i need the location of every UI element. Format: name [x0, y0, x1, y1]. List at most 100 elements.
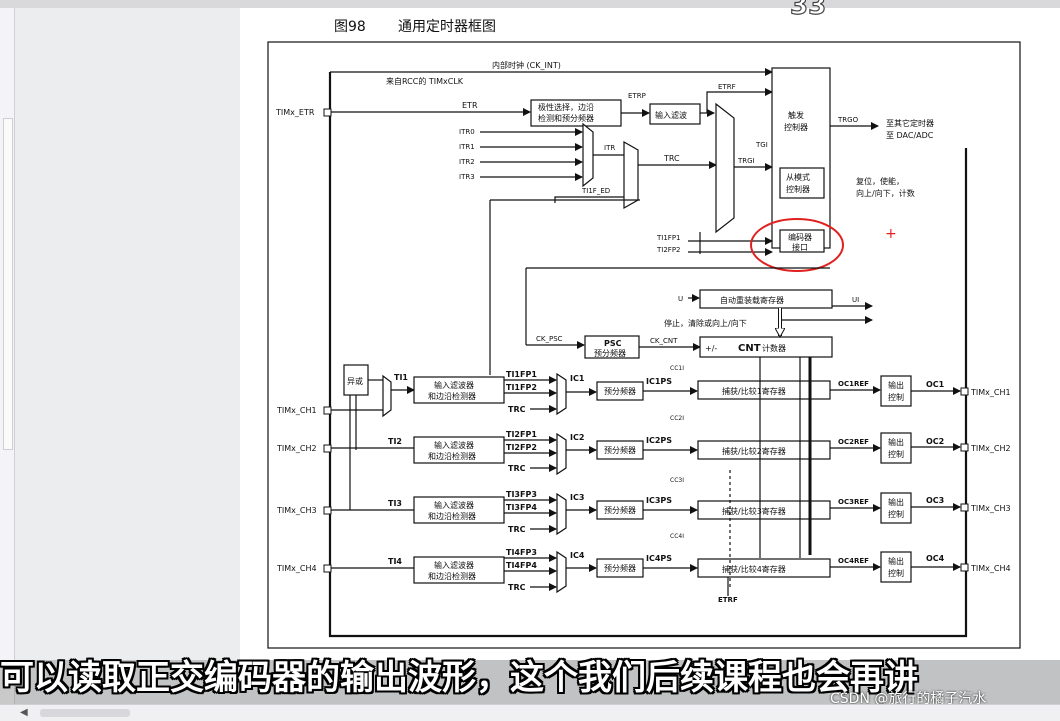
encoder-highlight-circle: [750, 218, 844, 272]
svg-text:TI1FP1: TI1FP1: [506, 370, 537, 379]
svg-text:至 DAC/ADC: 至 DAC/ADC: [886, 131, 934, 140]
svg-text:输出: 输出: [888, 437, 904, 447]
svg-text:OC3: OC3: [926, 496, 944, 505]
svg-text:ITR0: ITR0: [459, 128, 475, 136]
svg-text:TI2FP2: TI2FP2: [656, 246, 681, 254]
svg-text:U: U: [678, 295, 683, 303]
timer-block-diagram: 图98 通用定时器框图 33 内部时钟 (CK_INT) 来自RCC的 TIMx…: [267, 0, 1021, 649]
svg-text:编码器: 编码器: [788, 232, 812, 242]
svg-text:CC1I: CC1I: [670, 365, 684, 372]
svg-text:CNT: CNT: [738, 343, 761, 354]
svg-text:捕获/比较4寄存器: 捕获/比较4寄存器: [722, 564, 786, 574]
svg-text:控制: 控制: [888, 568, 904, 578]
svg-text:异或: 异或: [347, 376, 363, 386]
svg-text:TI4FP4: TI4FP4: [506, 561, 537, 570]
svg-text:ITR1: ITR1: [459, 143, 475, 151]
svg-text:ITR3: ITR3: [459, 173, 475, 181]
channel-4: [323, 550, 969, 594]
channel-1: [323, 372, 969, 416]
thumbnail-panel[interactable]: [0, 8, 15, 704]
svg-text:OC2: OC2: [926, 437, 944, 446]
svg-text:控制: 控制: [888, 392, 904, 402]
svg-text:和边沿检测器: 和边沿检测器: [428, 511, 476, 521]
scrollbar-thumb[interactable]: [40, 709, 130, 717]
document-gutter: [15, 8, 240, 704]
svg-text:输出: 输出: [888, 556, 904, 566]
svg-text:TIMx_CH2: TIMx_CH2: [276, 444, 317, 453]
itr-inputs: [480, 128, 583, 181]
svg-text:OC1: OC1: [926, 380, 945, 389]
svg-text:控制: 控制: [888, 509, 904, 519]
svg-text:TIMx_CH1: TIMx_CH1: [276, 406, 317, 415]
svg-text:TI1: TI1: [394, 373, 408, 382]
svg-text:控制器: 控制器: [784, 122, 808, 132]
svg-text:预分频器: 预分频器: [604, 386, 636, 396]
trgi-mux: [715, 102, 735, 234]
svg-text:TI4FP3: TI4FP3: [506, 548, 537, 557]
svg-text:TI1F_ED: TI1F_ED: [581, 187, 610, 195]
etr-label: ETR: [462, 101, 478, 110]
svg-text:和边沿检测器: 和边沿检测器: [428, 391, 476, 401]
ti1-select-mux: [382, 374, 392, 418]
svg-text:TRC: TRC: [508, 583, 526, 592]
svg-text:UI: UI: [852, 296, 859, 304]
slave-mode-controller-box: [779, 167, 825, 199]
svg-text:TI3FP3: TI3FP3: [506, 490, 537, 499]
svg-text:输入滤波: 输入滤波: [655, 110, 687, 120]
svg-text:和边沿检测器: 和边沿检测器: [428, 451, 476, 461]
svg-text:捕获/比较2寄存器: 捕获/比较2寄存器: [722, 446, 786, 456]
figure-number: 图98: [334, 19, 366, 35]
svg-text:IC4: IC4: [570, 551, 585, 560]
svg-text:从模式: 从模式: [786, 172, 810, 182]
svg-text:IC3: IC3: [570, 493, 584, 502]
svg-text:接口: 接口: [792, 242, 808, 252]
svg-text:捕获/比较3寄存器: 捕获/比较3寄存器: [722, 506, 786, 516]
svg-text:和边沿检测器: 和边沿检测器: [428, 571, 476, 581]
svg-text:极性选择，边沿: 极性选择，边沿: [538, 102, 594, 112]
svg-text:IC2PS: IC2PS: [646, 436, 672, 445]
svg-text:TIMx_CH1: TIMx_CH1: [970, 388, 1011, 397]
polarity-select-box: [530, 99, 622, 127]
horizontal-scrollbar[interactable]: ◀: [0, 704, 1060, 721]
svg-text:控制器: 控制器: [786, 184, 810, 194]
svg-text:TI4: TI4: [388, 557, 402, 566]
timxclk-label: 来自RCC的 TIMxCLK: [386, 76, 464, 86]
scroll-left-icon[interactable]: ◀: [20, 707, 28, 718]
svg-text:输入滤波器: 输入滤波器: [434, 380, 474, 390]
csdn-watermark: CSDN @旅行的橘子汽水: [830, 691, 987, 707]
svg-text:TI1FP2: TI1FP2: [506, 383, 537, 392]
channel-3: [323, 492, 969, 536]
svg-text:预分频器: 预分频器: [604, 563, 636, 573]
encoder-interface-box: [779, 229, 825, 253]
svg-text:TI2FP2: TI2FP2: [506, 443, 537, 452]
svg-text:TI1FP1: TI1FP1: [656, 234, 681, 242]
auto-reload-register-box: [699, 289, 833, 309]
svg-text:TI3: TI3: [388, 499, 402, 508]
trgo-label: TRGO: [837, 116, 859, 124]
svg-text:IC4PS: IC4PS: [646, 554, 672, 563]
svg-text:TIMx_CH4: TIMx_CH4: [276, 564, 317, 573]
svg-text:ETRF: ETRF: [718, 596, 738, 604]
svg-text:CC2I: CC2I: [670, 415, 684, 422]
figure-caption: 通用定时器框图: [398, 19, 496, 35]
svg-text:TRGI: TRGI: [737, 157, 755, 165]
svg-text:CC4I: CC4I: [670, 533, 684, 540]
svg-text:TRC: TRC: [508, 464, 526, 473]
svg-text:IC1: IC1: [570, 374, 585, 383]
svg-text:预分频器: 预分频器: [604, 505, 636, 515]
svg-text:向上/向下，计数: 向上/向下，计数: [856, 188, 915, 198]
svg-text:OC4REF: OC4REF: [838, 557, 869, 565]
itr-mux: [582, 122, 594, 188]
svg-text:复位，使能，: 复位，使能，: [856, 176, 904, 186]
svg-text:OC1REF: OC1REF: [838, 380, 869, 388]
thumbnail-scroll-thumb[interactable]: [3, 118, 13, 450]
svg-text:OC2REF: OC2REF: [838, 438, 869, 446]
svg-text:输入滤波器: 输入滤波器: [434, 560, 474, 570]
etrp-label: ETRP: [628, 92, 646, 100]
svg-text:控制: 控制: [888, 449, 904, 459]
svg-text:自动重装载寄存器: 自动重装载寄存器: [720, 295, 784, 305]
subtitle-band: [0, 660, 1060, 704]
cnt-counter-box: [699, 336, 833, 358]
svg-text:OC4: OC4: [926, 554, 945, 563]
svg-text:捕获/比较1寄存器: 捕获/比较1寄存器: [722, 386, 786, 396]
